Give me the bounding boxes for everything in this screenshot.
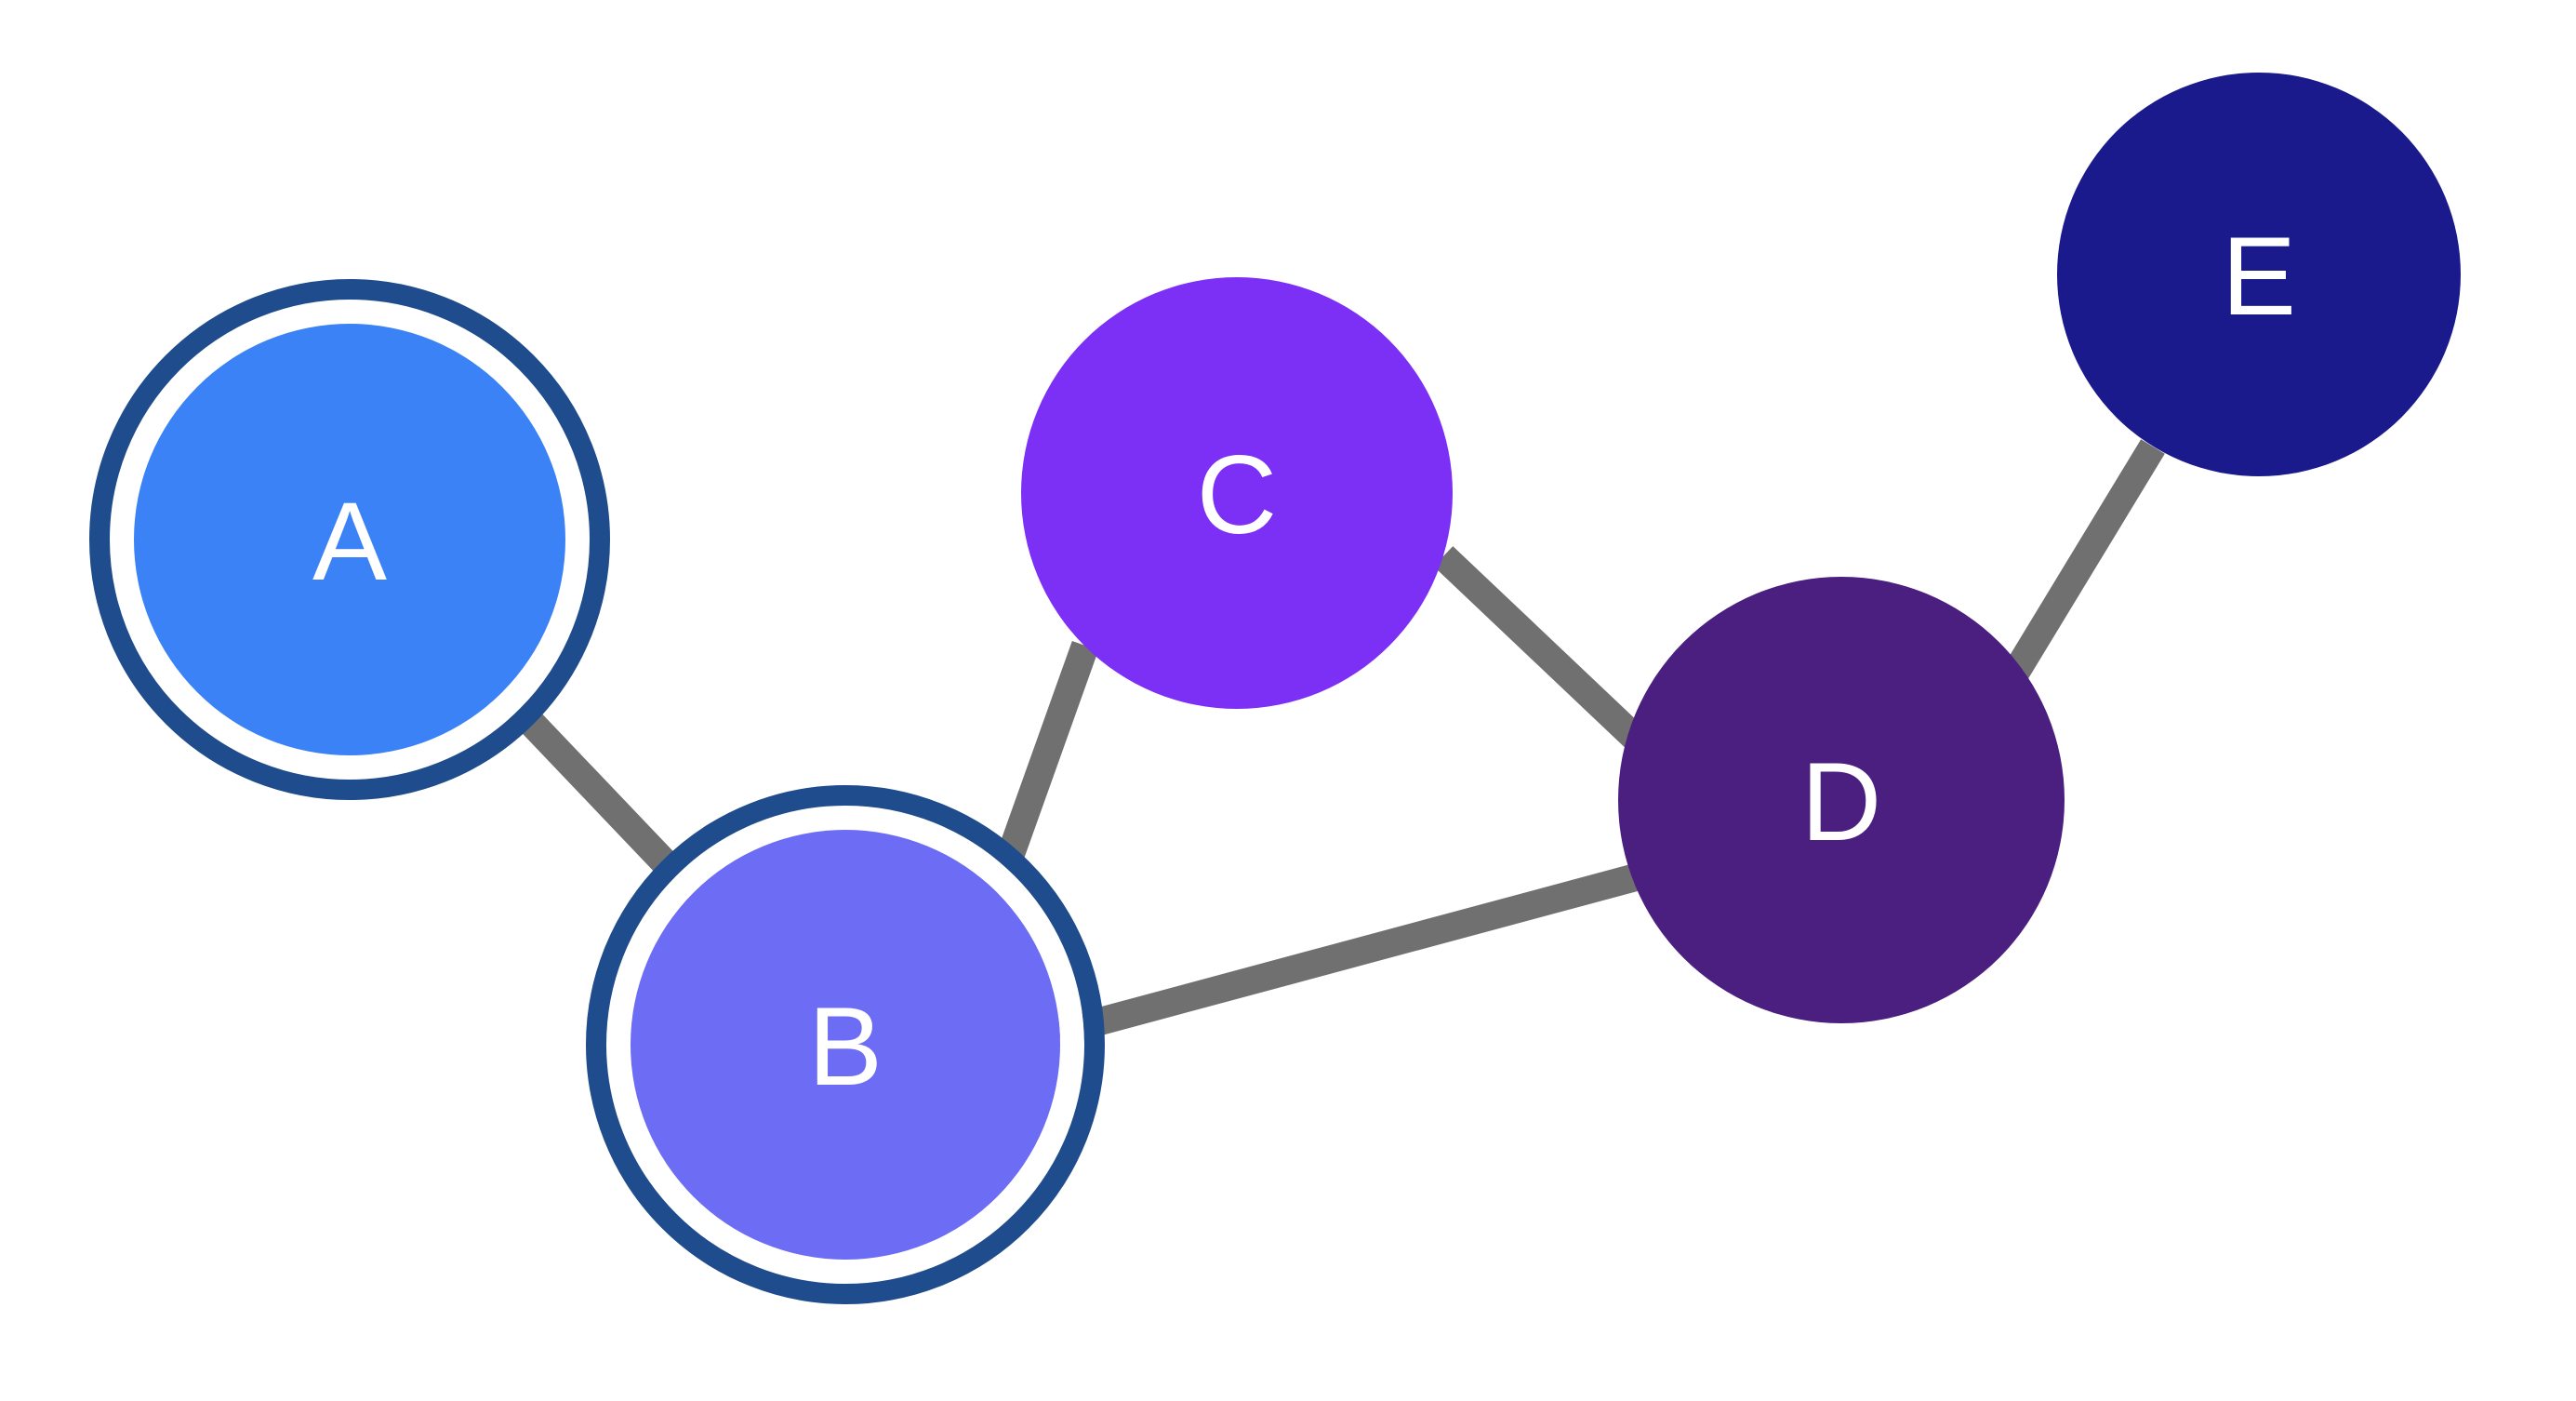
node-c-circle[interactable] [1021, 277, 1453, 709]
edge-b-d[interactable] [1055, 861, 1650, 1047]
node-e[interactable]: E [2057, 73, 2461, 476]
node-b[interactable]: B [586, 785, 1105, 1304]
edge-c-d[interactable] [1433, 546, 1647, 750]
node-c-label: C [1197, 433, 1278, 557]
node-a[interactable]: A [89, 279, 610, 800]
edge-a-b[interactable] [492, 682, 703, 902]
node-a-label: A [312, 479, 387, 604]
node-d-circle[interactable] [1618, 577, 2065, 1023]
node-a-selection-ring [89, 279, 610, 800]
node-e-label: E [2222, 214, 2296, 339]
node-c[interactable]: C [1021, 277, 1453, 709]
node-b-label: B [808, 984, 883, 1109]
node-a-ring-gap [110, 300, 590, 780]
node-b-ring-gap [606, 806, 1084, 1284]
node-b-circle[interactable] [631, 830, 1060, 1260]
node-e-circle[interactable] [2057, 73, 2461, 476]
node-b-selection-ring [586, 785, 1105, 1304]
node-a-circle[interactable] [134, 324, 565, 755]
edge-d-e[interactable] [1985, 439, 2165, 710]
nodes-layer: A B C D E [89, 73, 2461, 1304]
node-d-label: D [1801, 740, 1882, 864]
node-d[interactable]: D [1618, 577, 2065, 1023]
